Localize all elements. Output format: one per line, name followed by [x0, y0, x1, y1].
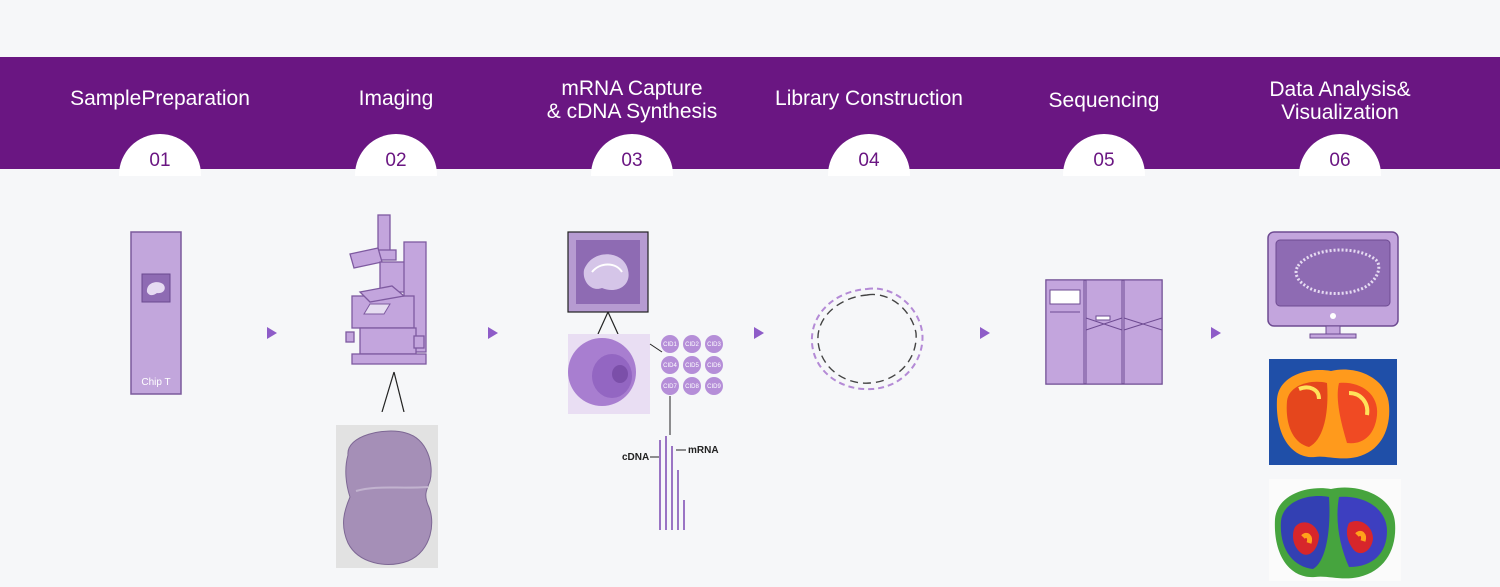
step-06-number: 06	[1329, 150, 1351, 171]
step-05-number: 05	[1093, 150, 1115, 171]
cid-label: CID3	[707, 342, 721, 348]
flow-arrow-icon	[267, 327, 277, 339]
flow-arrow-icon	[1211, 327, 1221, 339]
flow-arrow-icon	[980, 327, 990, 339]
step-01-number: 01	[149, 150, 171, 171]
cid-label: CID9	[707, 384, 721, 390]
step-04-number: 04	[858, 150, 880, 171]
step-02-number-tab: 02	[355, 134, 437, 176]
chip-label: Chip T	[141, 377, 170, 388]
step-04-title: Library Construction	[775, 87, 963, 110]
cid-label: CID7	[663, 384, 677, 390]
dna-ring-icon	[810, 287, 924, 391]
microscope-icon	[345, 214, 427, 412]
step-01-title: SamplePreparation	[70, 87, 250, 110]
cdna-label: cDNA	[622, 452, 649, 463]
cluster-map-image	[1269, 479, 1401, 581]
cid-label: CID2	[685, 342, 699, 348]
cid-label: CID8	[685, 384, 699, 390]
tissue-section-image	[336, 425, 438, 568]
capture-chip-icon: CID1 CID2 CID3 CID4 CID5 CID6 CID7 CID8 …	[567, 231, 723, 530]
step-06-title: Data Analysis&Visualization	[1269, 78, 1411, 124]
workflow-header-band: SamplePreparation 01 Imaging 02 mRNA Cap…	[0, 57, 1500, 176]
step-03-number: 03	[621, 150, 643, 171]
step-01-number-tab: 01	[119, 134, 201, 176]
step-02-number: 02	[385, 150, 407, 171]
step-05-number-tab: 05	[1063, 134, 1145, 176]
step-04-number-tab: 04	[828, 134, 910, 176]
cid-label: CID5	[685, 363, 699, 369]
heatmap-image	[1269, 359, 1397, 465]
chip-slide-icon: Chip T	[130, 231, 182, 395]
step-02-title: Imaging	[358, 87, 434, 110]
cid-label: CID1	[663, 342, 677, 348]
sequencer-icon	[1045, 279, 1163, 385]
cid-label: CID6	[707, 363, 721, 369]
step-05-title: Sequencing	[1048, 89, 1160, 112]
mrna-label: mRNA	[688, 445, 719, 456]
monitor-icon	[1267, 231, 1399, 339]
cid-label: CID4	[663, 363, 677, 369]
step-03-number-tab: 03	[591, 134, 673, 176]
flow-arrow-icon	[488, 327, 498, 339]
step-06-number-tab: 06	[1299, 134, 1381, 176]
flow-arrow-icon	[754, 327, 764, 339]
step-03-title: mRNA Capture& cDNA Synthesis	[546, 77, 718, 123]
